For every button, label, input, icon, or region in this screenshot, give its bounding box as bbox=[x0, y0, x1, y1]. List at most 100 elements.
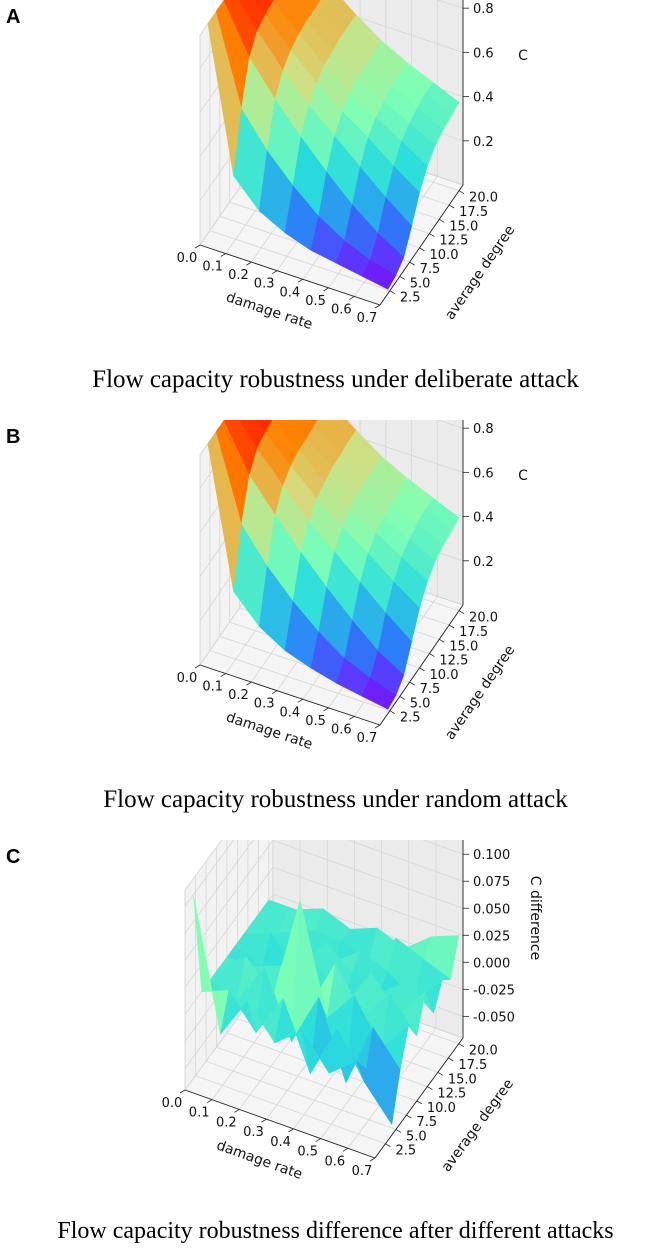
x-tick-label: 0.0 bbox=[162, 1096, 183, 1111]
panel-letter: A bbox=[6, 6, 21, 28]
x-tick-label: 0.0 bbox=[177, 251, 198, 266]
x-tick-label: 0.5 bbox=[305, 294, 326, 309]
x-tick-label: 0.1 bbox=[202, 680, 223, 695]
z-tick-label: 0.2 bbox=[473, 135, 494, 150]
y-tick bbox=[389, 710, 396, 715]
y-tick bbox=[448, 204, 455, 209]
x-tick bbox=[369, 1157, 376, 1162]
x-tick-label: 0.3 bbox=[254, 277, 275, 292]
y-tick-label: 12.5 bbox=[437, 1087, 466, 1102]
x-tick-label: 0.1 bbox=[202, 260, 223, 275]
y-tick bbox=[429, 653, 435, 657]
x-tick bbox=[206, 1099, 213, 1104]
grid-line bbox=[184, 840, 464, 961]
y-tick bbox=[448, 624, 455, 629]
y-tick bbox=[429, 233, 435, 237]
x-tick-label: 0.7 bbox=[352, 1164, 373, 1179]
y-tick bbox=[439, 218, 445, 223]
y-tick bbox=[395, 1129, 402, 1133]
x-tick-label: 0.3 bbox=[254, 697, 275, 712]
surface-patch bbox=[361, 259, 397, 290]
x-tick-label: 0.2 bbox=[228, 268, 249, 283]
surface-plot-a: 0.00.10.20.30.40.50.60.72.55.07.510.012.… bbox=[177, 0, 528, 333]
y-tick-label: 7.5 bbox=[416, 1115, 437, 1130]
y-tick-label: 20.0 bbox=[469, 611, 498, 626]
y-tick-label: 2.5 bbox=[400, 711, 421, 726]
y-tick bbox=[458, 610, 465, 615]
grid-line bbox=[184, 866, 464, 988]
y-tick-label: 10.0 bbox=[427, 1101, 456, 1116]
y-tick-label: 5.0 bbox=[406, 1129, 427, 1144]
grid-line bbox=[195, 875, 386, 1145]
x-axis-label: damage rate bbox=[224, 709, 315, 753]
y-tick-label: 5.0 bbox=[410, 276, 431, 291]
surface-patch bbox=[355, 1060, 393, 1125]
z-tick-label: 0.4 bbox=[473, 511, 494, 526]
y-tick-label: 7.5 bbox=[420, 262, 441, 277]
surface-patch bbox=[306, 0, 322, 10]
z-axis-label: C difference bbox=[527, 876, 543, 961]
z-tick-label: 0.050 bbox=[473, 902, 510, 917]
y-tick-label: 17.5 bbox=[459, 625, 488, 640]
x-tick-label: 0.6 bbox=[325, 1154, 346, 1169]
y-tick-label: 5.0 bbox=[410, 696, 431, 711]
grid-line bbox=[184, 840, 464, 934]
x-tick-label: 0.4 bbox=[280, 705, 301, 720]
z-tick-label: 0.8 bbox=[473, 422, 494, 437]
x-tick bbox=[323, 707, 329, 712]
x-tick bbox=[349, 296, 355, 300]
y-tick bbox=[419, 247, 425, 252]
surface bbox=[207, 420, 460, 710]
x-tick-label: 0.2 bbox=[228, 688, 249, 703]
y-tick-label: 12.5 bbox=[439, 234, 468, 249]
y-tick-label: 10.0 bbox=[430, 248, 459, 263]
y-tick-label: 15.0 bbox=[448, 1072, 477, 1087]
surface bbox=[193, 894, 460, 1126]
x-tick-label: 0.6 bbox=[331, 302, 352, 317]
z-tick-label: 0.075 bbox=[473, 875, 510, 890]
x-tick bbox=[288, 1128, 294, 1133]
x-tick-label: 0.7 bbox=[357, 731, 378, 746]
y-tick-label: 7.5 bbox=[420, 682, 441, 697]
y-tick bbox=[406, 1114, 412, 1119]
x-tick bbox=[271, 690, 278, 695]
x-tick-label: 0.4 bbox=[270, 1135, 291, 1150]
x-tick-label: 0.3 bbox=[243, 1125, 264, 1140]
grid-line bbox=[215, 847, 407, 1116]
figure-caption: Flow capacity robustness under random at… bbox=[103, 786, 568, 813]
x-axis-line bbox=[199, 664, 381, 726]
y-tick bbox=[409, 261, 415, 266]
y-tick-label: 17.5 bbox=[458, 1058, 487, 1073]
figure-caption: Flow capacity robustness difference afte… bbox=[57, 1218, 614, 1244]
x-tick-label: 0.2 bbox=[216, 1115, 237, 1130]
grid-line bbox=[205, 861, 397, 1130]
x-tick bbox=[220, 673, 226, 677]
x-tick-label: 0.6 bbox=[331, 722, 352, 737]
y-tick bbox=[399, 696, 405, 700]
x-tick bbox=[246, 681, 252, 686]
y-tick bbox=[458, 190, 465, 195]
z-tick-label: 0.8 bbox=[473, 2, 494, 17]
x-tick bbox=[342, 1147, 349, 1152]
surface-plot-b: 0.00.10.20.30.40.50.60.72.55.07.510.012.… bbox=[177, 420, 528, 753]
z-tick-label: -0.025 bbox=[473, 983, 515, 998]
x-tick-label: 0.7 bbox=[357, 311, 378, 326]
y-tick-label: 17.5 bbox=[459, 205, 488, 220]
x-axis-line bbox=[184, 1089, 376, 1159]
grid-line bbox=[184, 840, 464, 907]
grid-line bbox=[209, 20, 391, 292]
x-tick bbox=[374, 304, 381, 309]
y-tick bbox=[458, 1043, 465, 1048]
z-tick-label: 0.6 bbox=[473, 466, 494, 481]
y-tick-label: 20.0 bbox=[469, 191, 498, 206]
z-tick-label: 0.000 bbox=[473, 956, 510, 971]
x-axis-label: damage rate bbox=[224, 289, 315, 333]
grid-line bbox=[209, 440, 391, 712]
x-tick-label: 0.1 bbox=[189, 1106, 210, 1121]
y-tick bbox=[416, 1100, 423, 1105]
z-tick-label: 0.025 bbox=[473, 929, 510, 944]
z-tick-label: 0.6 bbox=[473, 46, 494, 61]
panel-letter: B bbox=[6, 426, 21, 448]
